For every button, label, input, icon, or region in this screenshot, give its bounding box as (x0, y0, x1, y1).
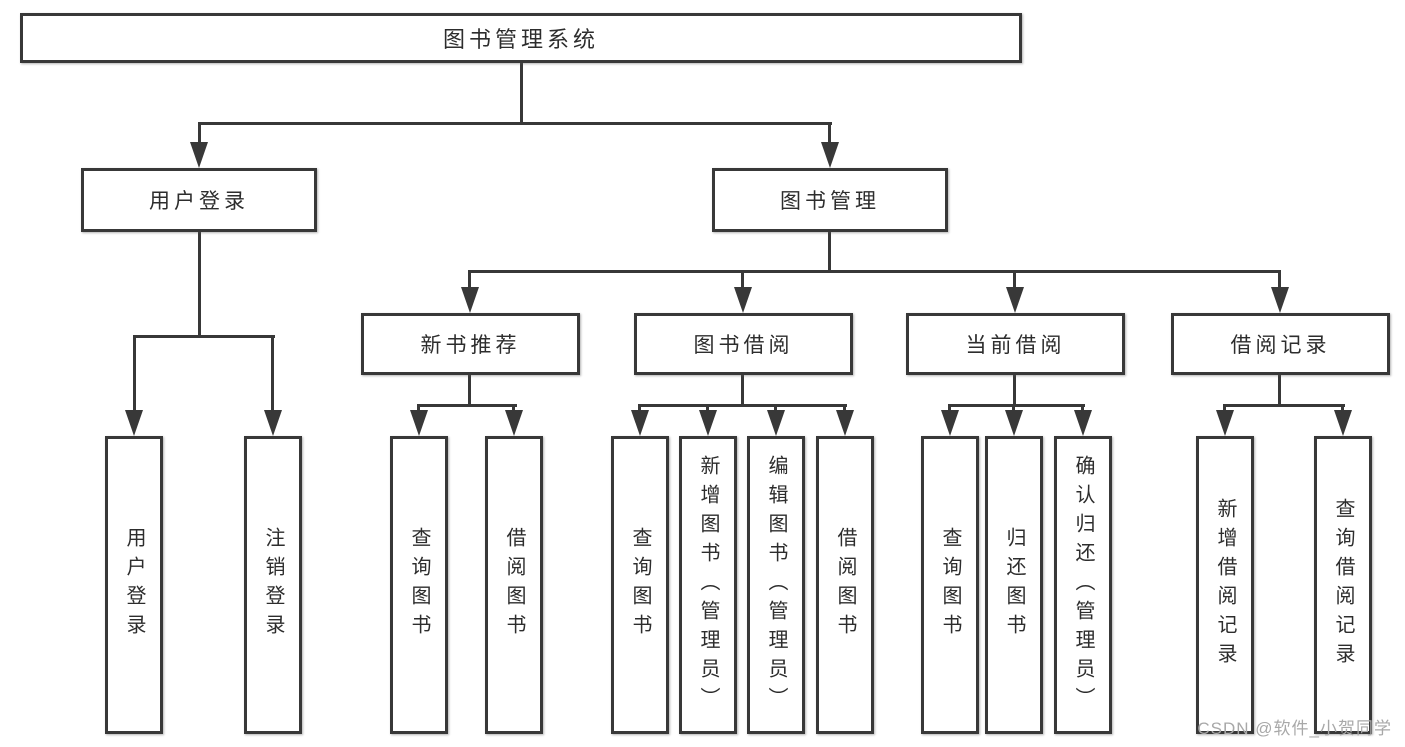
leaf-add-books-admin: 新增图书（管理员） (679, 436, 737, 734)
arrow-down-icon (1006, 287, 1024, 313)
arrow-down-icon (631, 410, 649, 436)
arrow-down-icon (767, 410, 785, 436)
node-book-borrowing: 图书借阅 (634, 313, 853, 375)
connector-line (1081, 404, 1084, 412)
leaf-confirm-return-admin: 确认归还（管理员） (1054, 436, 1112, 734)
node-label: 归还图书 (1003, 527, 1025, 643)
arrow-down-icon (1005, 410, 1023, 436)
arrow-down-icon (941, 410, 959, 436)
connector-line (198, 122, 201, 146)
watermark: CSDN @软件_小贺同学 (1197, 719, 1392, 738)
node-label: 查询图书 (408, 527, 430, 643)
arrow-down-icon (1074, 410, 1092, 436)
node-new-book-recommendation: 新书推荐 (361, 313, 580, 375)
leaf-add-borrow-record: 新增借阅记录 (1196, 436, 1254, 734)
arrow-down-icon (461, 287, 479, 313)
connector-line (843, 404, 846, 412)
leaf-logout: 注销登录 (244, 436, 302, 734)
connector-line (1012, 404, 1015, 412)
node-label: 查询图书 (629, 527, 651, 643)
connector-line (828, 122, 831, 146)
leaf-user-login: 用户登录 (105, 436, 163, 734)
connector-line (133, 335, 275, 338)
connector-line (1223, 404, 1345, 407)
node-user-login: 用户登录 (81, 168, 317, 232)
node-label: 用户登录 (123, 527, 145, 643)
arrow-down-icon (1271, 287, 1289, 313)
leaf-edit-books-admin: 编辑图书（管理员） (747, 436, 805, 734)
node-label: 图书管理系统 (442, 27, 599, 52)
leaf-return-books: 归还图书 (985, 436, 1043, 734)
arrow-down-icon (190, 142, 208, 168)
arrow-down-icon (505, 410, 523, 436)
connector-line (948, 404, 1085, 407)
node-label: 新书推荐 (420, 334, 521, 357)
connector-line (198, 122, 832, 125)
node-label: 用户登录 (149, 190, 249, 213)
leaf-borrow-books: 借阅图书 (816, 436, 874, 734)
node-borrowing-records: 借阅记录 (1171, 313, 1390, 375)
connector-line (468, 270, 471, 290)
connector-line (638, 404, 847, 407)
connector-line (741, 375, 744, 407)
connector-line (1013, 270, 1016, 290)
arrow-down-icon (821, 142, 839, 168)
connector-line (417, 404, 517, 407)
node-label: 借阅图书 (503, 527, 525, 643)
arrow-down-icon (1216, 410, 1234, 436)
node-current-borrowing: 当前借阅 (906, 313, 1125, 375)
connector-line (1013, 375, 1016, 407)
node-label: 新增图书（管理员） (697, 454, 719, 716)
node-library-management-system: 图书管理系统 (20, 13, 1022, 63)
connector-line (1341, 404, 1344, 412)
connector-line (520, 63, 523, 125)
node-label: 编辑图书（管理员） (765, 454, 787, 716)
node-label: 注销登录 (262, 527, 284, 643)
connector-line (468, 375, 471, 407)
node-label: 查询图书 (939, 527, 961, 643)
node-label: 图书管理 (780, 190, 880, 213)
node-label: 当前借阅 (965, 334, 1066, 357)
connector-line (706, 404, 709, 412)
connector-line (741, 270, 744, 290)
connector-line (828, 232, 831, 273)
arrow-down-icon (836, 410, 854, 436)
connector-line (1223, 404, 1226, 412)
connector-line (198, 232, 201, 337)
connector-line (948, 404, 951, 412)
leaf-query-books: 查询图书 (921, 436, 979, 734)
arrow-down-icon (1334, 410, 1352, 436)
node-book-management: 图书管理 (712, 168, 948, 232)
leaf-query-books: 查询图书 (611, 436, 669, 734)
connector-line (638, 404, 641, 412)
node-label: 借阅记录 (1230, 334, 1331, 357)
connector-line (271, 335, 274, 413)
connector-line (133, 335, 136, 413)
arrow-down-icon (264, 410, 282, 436)
arrow-down-icon (125, 410, 143, 436)
leaf-query-borrow-record: 查询借阅记录 (1314, 436, 1372, 734)
arrow-down-icon (699, 410, 717, 436)
arrow-down-icon (410, 410, 428, 436)
connector-line (774, 404, 777, 412)
arrow-down-icon (734, 287, 752, 313)
connector-line (468, 270, 1281, 273)
node-label: 借阅图书 (834, 527, 856, 643)
connector-line (512, 404, 515, 412)
node-label: 新增借阅记录 (1214, 498, 1236, 672)
node-label: 查询借阅记录 (1332, 498, 1354, 672)
node-label: 图书借阅 (693, 334, 794, 357)
connector-line (1278, 270, 1281, 290)
connector-line (417, 404, 420, 412)
leaf-query-books: 查询图书 (390, 436, 448, 734)
node-label: 确认归还（管理员） (1072, 454, 1094, 716)
connector-line (1278, 375, 1281, 407)
leaf-borrow-books: 借阅图书 (485, 436, 543, 734)
